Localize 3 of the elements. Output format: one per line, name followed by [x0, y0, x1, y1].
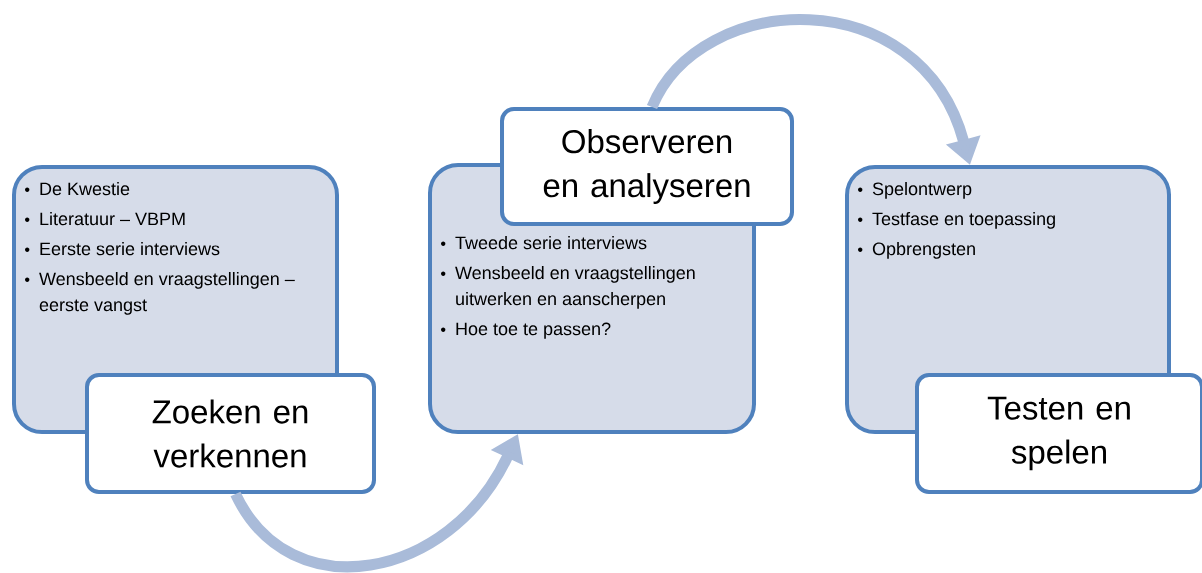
title-box: Testen en spelen — [915, 373, 1202, 494]
title-box: Zoeken en verkennen — [85, 373, 376, 494]
title-box: Observeren en analyseren — [500, 107, 794, 226]
